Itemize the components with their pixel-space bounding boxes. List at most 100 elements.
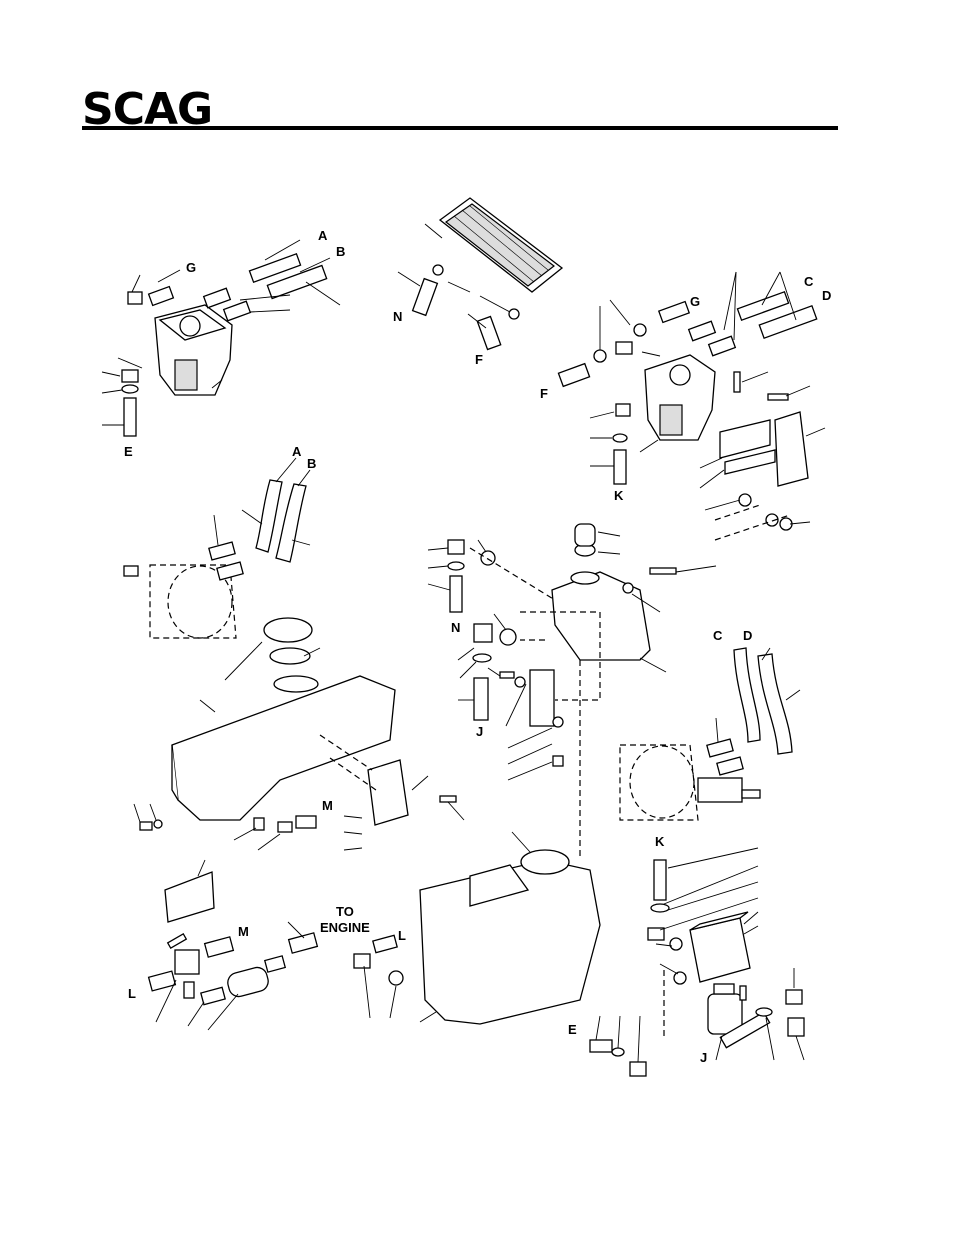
center-elbow-n	[447, 539, 465, 555]
left-hose-b-bent	[275, 483, 307, 563]
right-motor-housing	[619, 744, 699, 821]
left-elbow-top	[127, 291, 143, 305]
filter-bolt	[739, 985, 747, 1001]
callout-k-bottom-right: K	[655, 834, 665, 849]
right-clamp-k	[612, 433, 628, 443]
right-washer	[738, 493, 752, 507]
header-rule	[82, 126, 838, 130]
callout-n-top: N	[393, 309, 402, 324]
hydraulic-filter-assembly: K E J	[568, 834, 805, 1077]
valve-lever	[166, 933, 188, 949]
filter-nut	[787, 1017, 805, 1037]
right-hose-c-bent	[733, 647, 761, 743]
right-tee	[615, 341, 633, 355]
callout-c-mid-right: C	[713, 628, 723, 643]
left-hose-a-bent	[255, 479, 283, 553]
left-tank-bolt	[439, 795, 457, 803]
left-tank-screw	[139, 821, 153, 831]
fuel-valve-assembly: M L	[128, 859, 319, 1031]
right-hose-f	[557, 362, 591, 388]
filter-clamp-j	[755, 1007, 773, 1017]
left-hose-e	[123, 397, 137, 437]
right-wheel-motor: C D	[619, 628, 801, 821]
right-motor-fitting-2	[716, 756, 744, 776]
right-hose-k	[613, 449, 627, 485]
cooler-hose-n	[411, 277, 439, 317]
filter-oring	[669, 937, 683, 951]
left-tank-bushing	[253, 817, 265, 831]
right-motor-fitting-1	[706, 738, 734, 758]
filter-clamp-e	[611, 1047, 625, 1057]
left-motor-fitting-2	[216, 561, 244, 581]
center-tank-assembly: N J	[427, 523, 717, 860]
right-bolt-1	[733, 371, 741, 393]
left-pump-shaft	[174, 359, 198, 391]
center-tank-bolt	[649, 567, 677, 575]
valve-body	[174, 949, 200, 975]
center-hose-j	[473, 677, 489, 721]
right-pump-assembly: G C D F K	[540, 271, 831, 541]
left-tank-cap	[263, 617, 313, 643]
left-motor-fitting-1	[208, 541, 236, 561]
center-bushing-2	[499, 628, 517, 646]
callout-c-top-right: C	[804, 274, 814, 289]
left-tank-gasket	[269, 647, 311, 665]
callout-j-bottom-right: J	[700, 1050, 707, 1065]
center-bushing-1	[480, 550, 496, 566]
right-hose-d	[758, 305, 818, 339]
center-tank-cap	[574, 523, 596, 547]
right-motor-shaft	[741, 789, 761, 799]
cooler-fitting-left	[432, 264, 444, 276]
right-elbow	[615, 403, 631, 417]
center-tank-bracket	[529, 669, 555, 727]
callout-m-valve: M	[238, 924, 249, 939]
left-pump-cap	[179, 315, 201, 337]
left-tank-body	[171, 675, 396, 821]
right-hose-d-bent	[757, 653, 793, 755]
callout-b-top-left: B	[336, 244, 345, 259]
callout-a-top-left: A	[318, 228, 328, 243]
center-clamp-n	[447, 561, 465, 571]
center-bracket-screw	[552, 755, 564, 767]
bottom-tank-cap	[520, 849, 570, 875]
left-wheel-motor: A B	[123, 444, 316, 639]
center-clamp-j	[472, 653, 492, 663]
left-tank-washer	[153, 819, 163, 829]
left-hose-a	[248, 252, 302, 284]
callout-m-left-tank: M	[322, 798, 333, 813]
callout-k-top-right: K	[614, 488, 624, 503]
right-bolt-2	[767, 393, 789, 401]
valve-outlet	[183, 981, 195, 999]
callout-e-bottom-right: E	[568, 1022, 577, 1037]
callout-f-top: F	[475, 352, 483, 367]
left-tank-elbow	[277, 821, 293, 833]
center-tank-neck	[570, 571, 600, 585]
right-clamp-f	[593, 349, 607, 363]
filter-hose-k	[653, 859, 667, 901]
left-tank-fitting-m	[295, 815, 317, 829]
left-clamp	[121, 384, 139, 394]
oil-cooler-core	[444, 203, 555, 287]
callout-d-top-right: D	[822, 288, 831, 303]
bottom-tank-recess	[469, 864, 530, 907]
right-block-2	[724, 449, 776, 475]
callout-n-center: N	[451, 620, 460, 635]
bottom-fuel-tank: TO ENGINE L	[320, 831, 601, 1025]
filter-elbow	[647, 927, 665, 941]
bottom-tank-bushing	[388, 970, 404, 986]
to-engine-label-line2: ENGINE	[320, 920, 370, 935]
left-tank-neck	[273, 675, 319, 693]
filter-hose-j	[719, 1011, 771, 1049]
right-hose-g	[657, 300, 691, 324]
filter-elbow-2	[785, 989, 803, 1005]
left-tank-side	[171, 745, 179, 801]
right-motor-flange	[697, 777, 743, 803]
callout-g-top-left: G	[186, 260, 196, 275]
center-hose-n	[449, 575, 463, 613]
left-tank-bracket	[367, 759, 409, 826]
left-fitting-2	[222, 300, 252, 322]
bottom-tank-elbow	[353, 953, 371, 969]
to-engine-label-line1: TO	[336, 904, 354, 919]
valve-hose-2	[200, 986, 226, 1006]
left-motor-shaft	[123, 565, 139, 577]
